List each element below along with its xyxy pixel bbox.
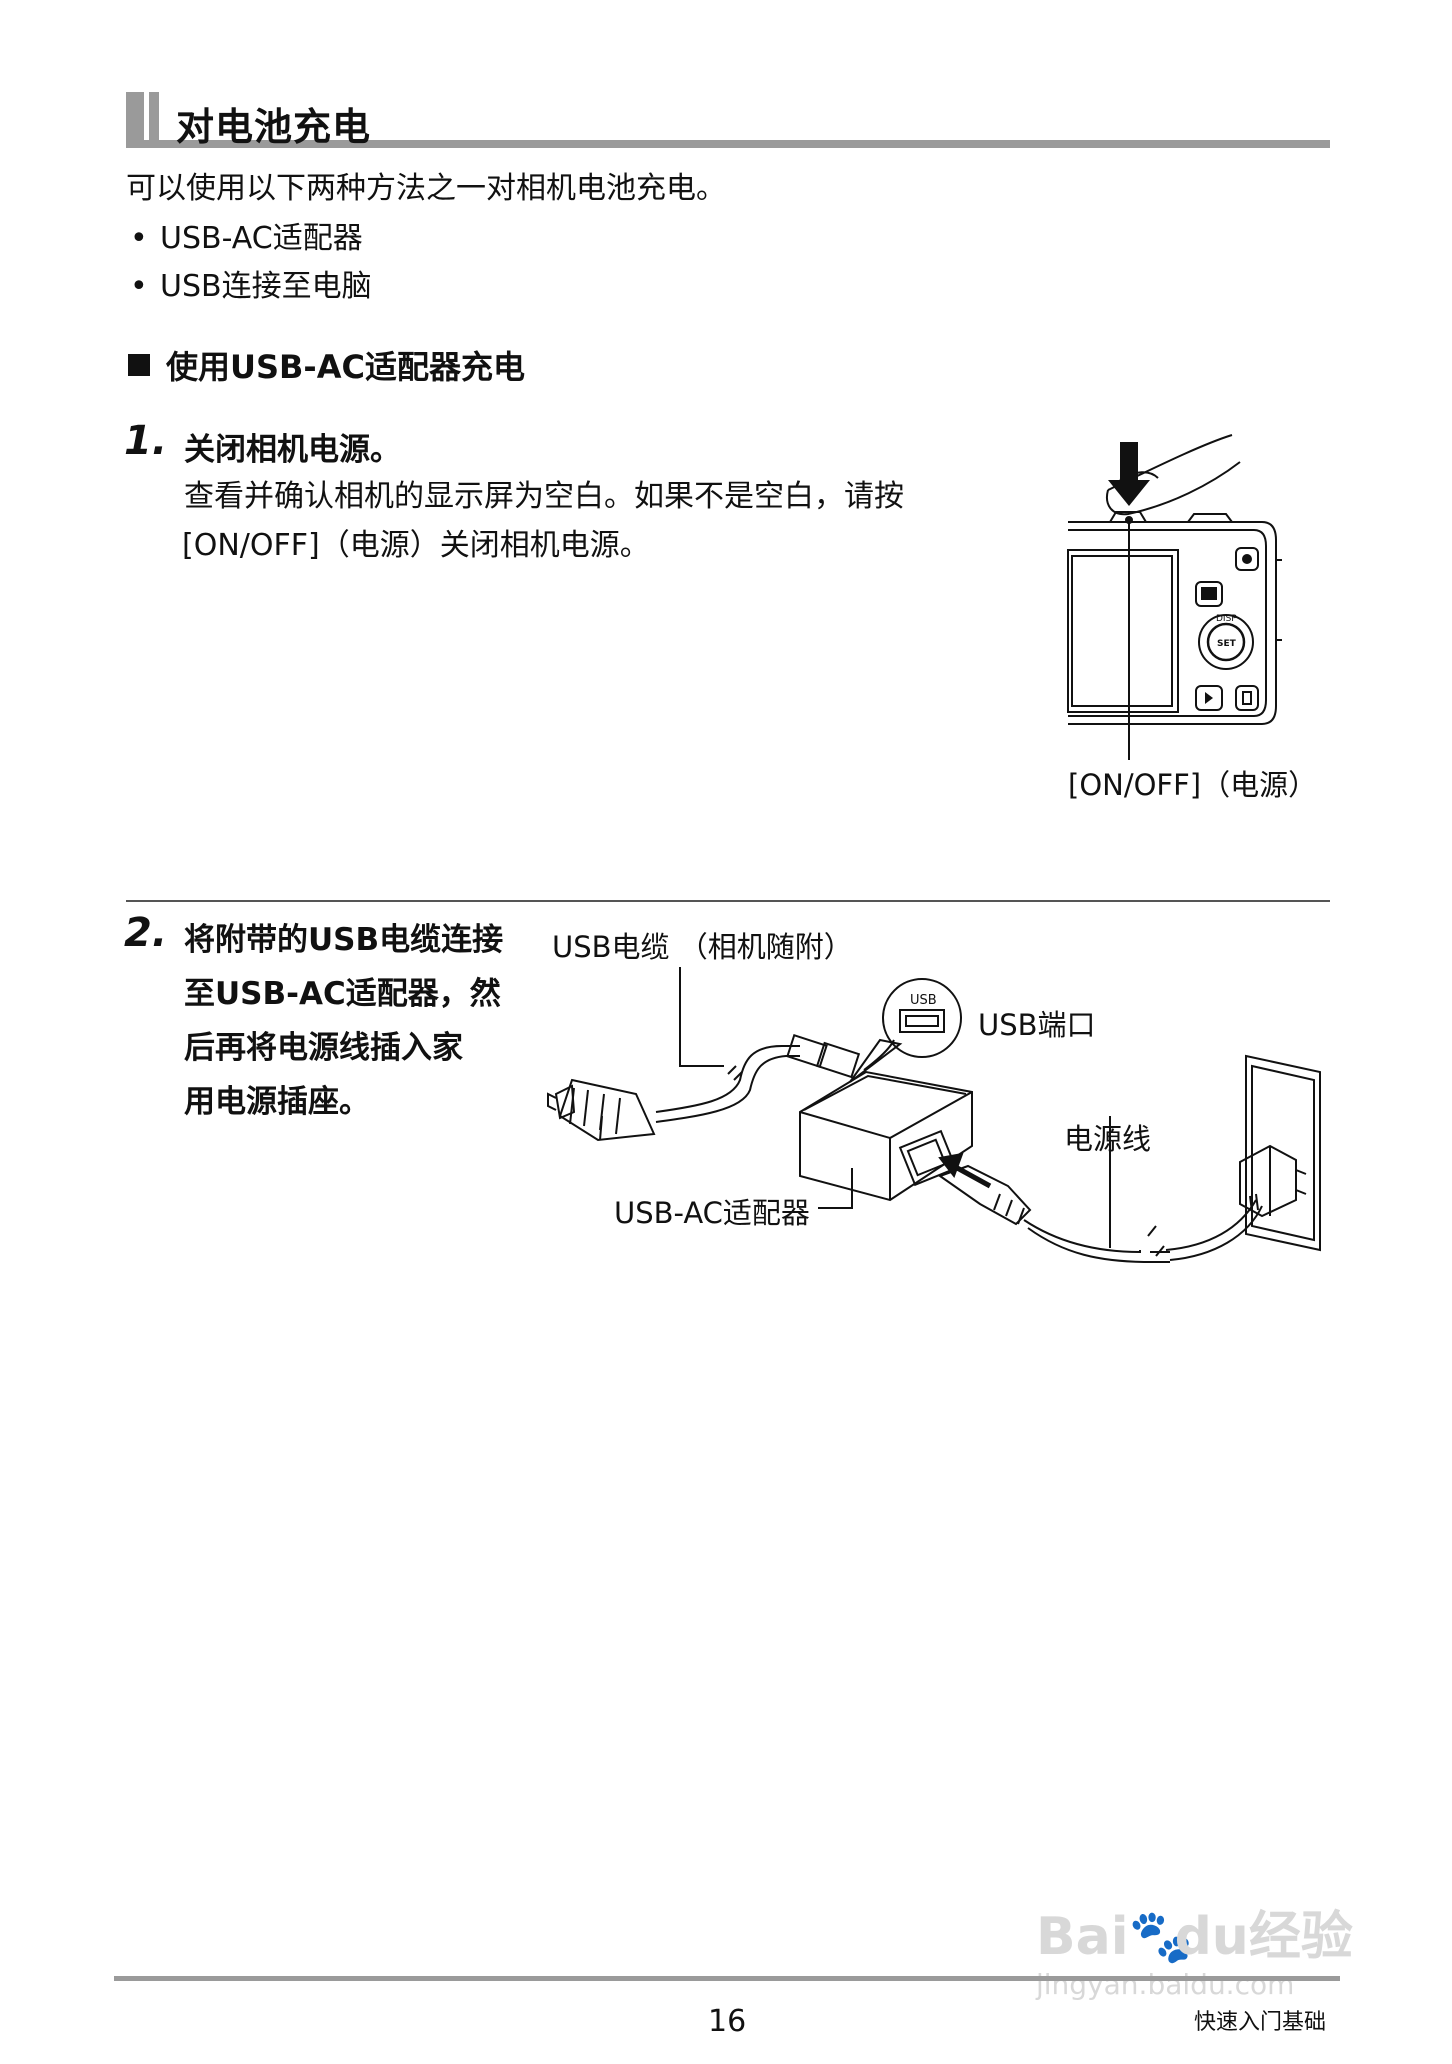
usb-port-mini-label: USB xyxy=(910,993,937,1008)
press-arrow-icon xyxy=(1108,442,1150,506)
camera-set-label: SET xyxy=(1217,639,1237,649)
step2-line: 后再将电源线插入家 xyxy=(184,1030,463,1066)
bullet-text: USB连接至电脑 xyxy=(160,269,372,304)
usb-cable-label: USB电缆 （相机随附） xyxy=(552,930,853,964)
step1-title: 关闭相机电源。 xyxy=(184,432,401,468)
step2-number: 2. xyxy=(124,910,168,956)
power-cord-label: 电源线 xyxy=(1064,1122,1152,1156)
watermark-url: jingyan.baidu.com xyxy=(1036,1968,1295,2001)
step1-body-line1: 查看并确认相机的显示屏为空白。如果不是空白，请按 xyxy=(184,479,904,514)
usb-port-label: USB端口 xyxy=(978,1008,1096,1042)
camera-illustration xyxy=(1067,434,1282,760)
step1-number: 1. xyxy=(124,418,168,464)
bullet-marker: • xyxy=(130,221,148,256)
step2-line: 将附带的USB电缆连接 xyxy=(184,922,504,958)
step2-line: 用电源插座。 xyxy=(184,1084,370,1120)
title-bar-accent xyxy=(126,92,144,144)
page-number: 16 xyxy=(708,2004,747,2039)
paw-icon: 🐾 xyxy=(1128,1907,1194,1967)
footer-rule xyxy=(114,1976,1340,1981)
step2-line: 至USB-AC适配器，然 xyxy=(184,976,501,1012)
title-bar-accent-2 xyxy=(149,92,159,144)
step-divider xyxy=(126,900,1330,902)
section-title: 对电池充电 xyxy=(176,105,372,149)
bullet-text: USB-AC适配器 xyxy=(160,221,363,256)
camera-disp-label: DISP xyxy=(1216,614,1237,624)
adapter-label: USB-AC适配器 xyxy=(614,1196,810,1230)
bullet-marker: • xyxy=(130,269,148,304)
watermark-logo: Bai🐾du经验 xyxy=(1036,1894,1353,1969)
subhead-text: 使用USB-AC适配器充电 xyxy=(166,348,525,386)
footer-section: 快速入门基础 xyxy=(1194,2010,1327,2035)
watermark-brand-2: du xyxy=(1174,1907,1249,1967)
watermark-cn: 经验 xyxy=(1248,1907,1353,1967)
bullet-item: • USB-AC适配器 xyxy=(130,213,363,257)
intro-text: 可以使用以下两种方法之一对相机电池充电。 xyxy=(126,171,726,206)
step2-text: 将附带的USB电缆连接 至USB-AC适配器，然 后再将电源线插入家 用电源插座… xyxy=(184,913,503,1129)
watermark-brand: Bai xyxy=(1036,1907,1129,1967)
step1-body-line2: [ON/OFF]（电源）关闭相机电源。 xyxy=(182,528,650,563)
square-bullet-icon xyxy=(128,354,150,376)
onoff-callout-label: [ON/OFF]（电源） xyxy=(1068,768,1318,802)
subhead: 使用USB-AC适配器充电 xyxy=(128,342,525,388)
title-rule xyxy=(126,140,1330,148)
bullet-item: • USB连接至电脑 xyxy=(130,261,372,305)
charging-illustration xyxy=(547,967,1321,1263)
